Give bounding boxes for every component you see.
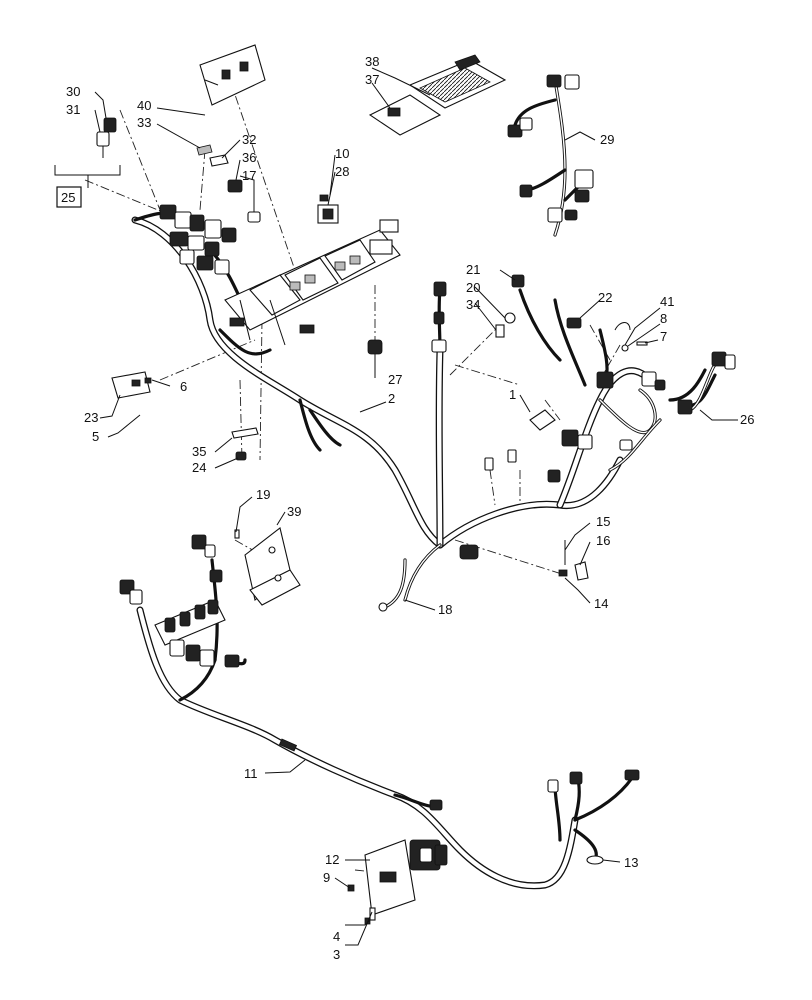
callout-39: 39 <box>287 504 301 519</box>
callout-12: 12 <box>325 852 339 867</box>
decals <box>368 54 507 136</box>
callout-9: 9 <box>323 870 330 885</box>
callout-22: 22 <box>598 290 612 305</box>
callout-8: 8 <box>660 311 667 326</box>
callout-21: 21 <box>466 262 480 277</box>
callout-32: 32 <box>242 132 256 147</box>
callout-16: 16 <box>596 533 610 548</box>
callout-31: 31 <box>66 102 80 117</box>
callout-35: 35 <box>192 444 206 459</box>
callout-7: 7 <box>660 329 667 344</box>
leader-lines <box>94 67 738 946</box>
callout-2: 2 <box>388 391 395 406</box>
left-connector-cluster <box>133 204 237 275</box>
callout-30: 30 <box>66 84 80 99</box>
bracket-39 <box>234 527 301 606</box>
callout-41: 41 <box>660 294 674 309</box>
callout-6: 6 <box>180 379 187 394</box>
callout-37: 37 <box>365 72 379 87</box>
callout-10: 10 <box>335 146 349 161</box>
callout-4: 4 <box>333 929 340 944</box>
callout-24: 24 <box>192 460 206 475</box>
callout-17: 17 <box>242 168 256 183</box>
fuse-relay-panel <box>224 219 401 346</box>
main-cab-harness <box>131 216 717 602</box>
callout-36: 36 <box>242 150 256 165</box>
callout-34: 34 <box>466 297 480 312</box>
callout-40: 40 <box>137 98 151 113</box>
callout-1: 1 <box>509 387 516 402</box>
reference-box-25 <box>56 186 82 208</box>
callout-29: 29 <box>600 132 614 147</box>
callout-11: 11 <box>244 766 258 781</box>
ground-wire-18 <box>378 558 407 612</box>
callout-26: 26 <box>740 412 754 427</box>
callout-5: 5 <box>92 429 99 444</box>
callout-15: 15 <box>596 514 610 529</box>
callout-27: 27 <box>388 372 402 387</box>
center-right-small-parts <box>111 274 666 581</box>
callout-14: 14 <box>594 596 608 611</box>
callout-25: 25 <box>61 190 75 205</box>
callout-33: 33 <box>137 115 151 130</box>
callout-20: 20 <box>466 280 480 295</box>
callout-23: 23 <box>84 410 98 425</box>
small-parts-top-left <box>54 44 339 224</box>
callout-3: 3 <box>333 947 340 962</box>
callout-38: 38 <box>365 54 379 69</box>
harness-26 <box>677 351 736 415</box>
callout-labels: 30 31 25 40 33 32 36 17 10 28 38 37 29 2… <box>61 54 754 962</box>
callout-18: 18 <box>438 602 452 617</box>
callout-19: 19 <box>256 487 270 502</box>
front-harness-11 <box>119 534 640 925</box>
harness-29 <box>507 74 594 237</box>
callout-13: 13 <box>624 855 638 870</box>
callout-28: 28 <box>335 164 349 179</box>
